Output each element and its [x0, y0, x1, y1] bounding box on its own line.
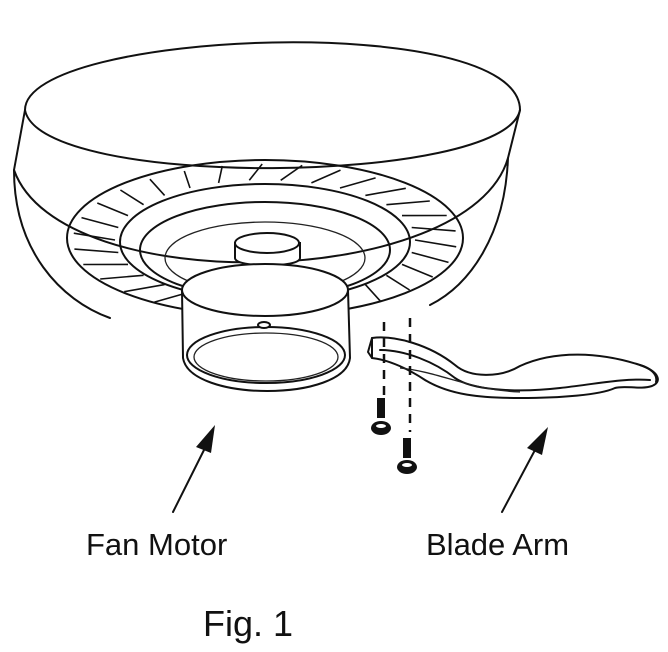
blade-arm-arrow — [501, 427, 548, 513]
vent-slot — [364, 284, 381, 302]
vent-slot — [217, 165, 224, 184]
vent-slot — [414, 239, 457, 248]
vent-slot — [385, 274, 411, 291]
vent-slot — [119, 189, 145, 206]
fan-motor-label: Fan Motor — [86, 527, 228, 562]
vent-slot — [183, 170, 191, 189]
vent-slot — [365, 187, 406, 197]
vent-slot — [311, 169, 341, 184]
blade-arm-label: Blade Arm — [426, 527, 570, 562]
screw-guide-lines — [382, 318, 412, 432]
shaft-hub — [234, 232, 301, 267]
vent-slot — [386, 200, 430, 206]
vent-slot — [411, 251, 449, 264]
vent-slot — [74, 248, 119, 254]
vent-slot — [411, 226, 456, 232]
vent-slot — [401, 263, 434, 278]
vent-slot — [248, 163, 263, 181]
vent-slot — [280, 164, 303, 181]
vent-slot — [149, 178, 166, 196]
screw-icon — [397, 438, 417, 474]
vent-slot — [73, 232, 116, 241]
figure-caption: Fig. 1 — [203, 603, 294, 644]
vent-slot — [96, 202, 129, 217]
vent-slot — [124, 283, 165, 293]
blade-arm — [367, 336, 659, 399]
motor-housing — [13, 41, 521, 319]
vent-slot — [339, 177, 376, 189]
motor-cup — [180, 263, 352, 392]
vent-slot — [100, 274, 144, 280]
screw-icon — [371, 398, 391, 435]
fan-motor-arrow — [172, 425, 215, 513]
vent-slot — [81, 216, 119, 229]
